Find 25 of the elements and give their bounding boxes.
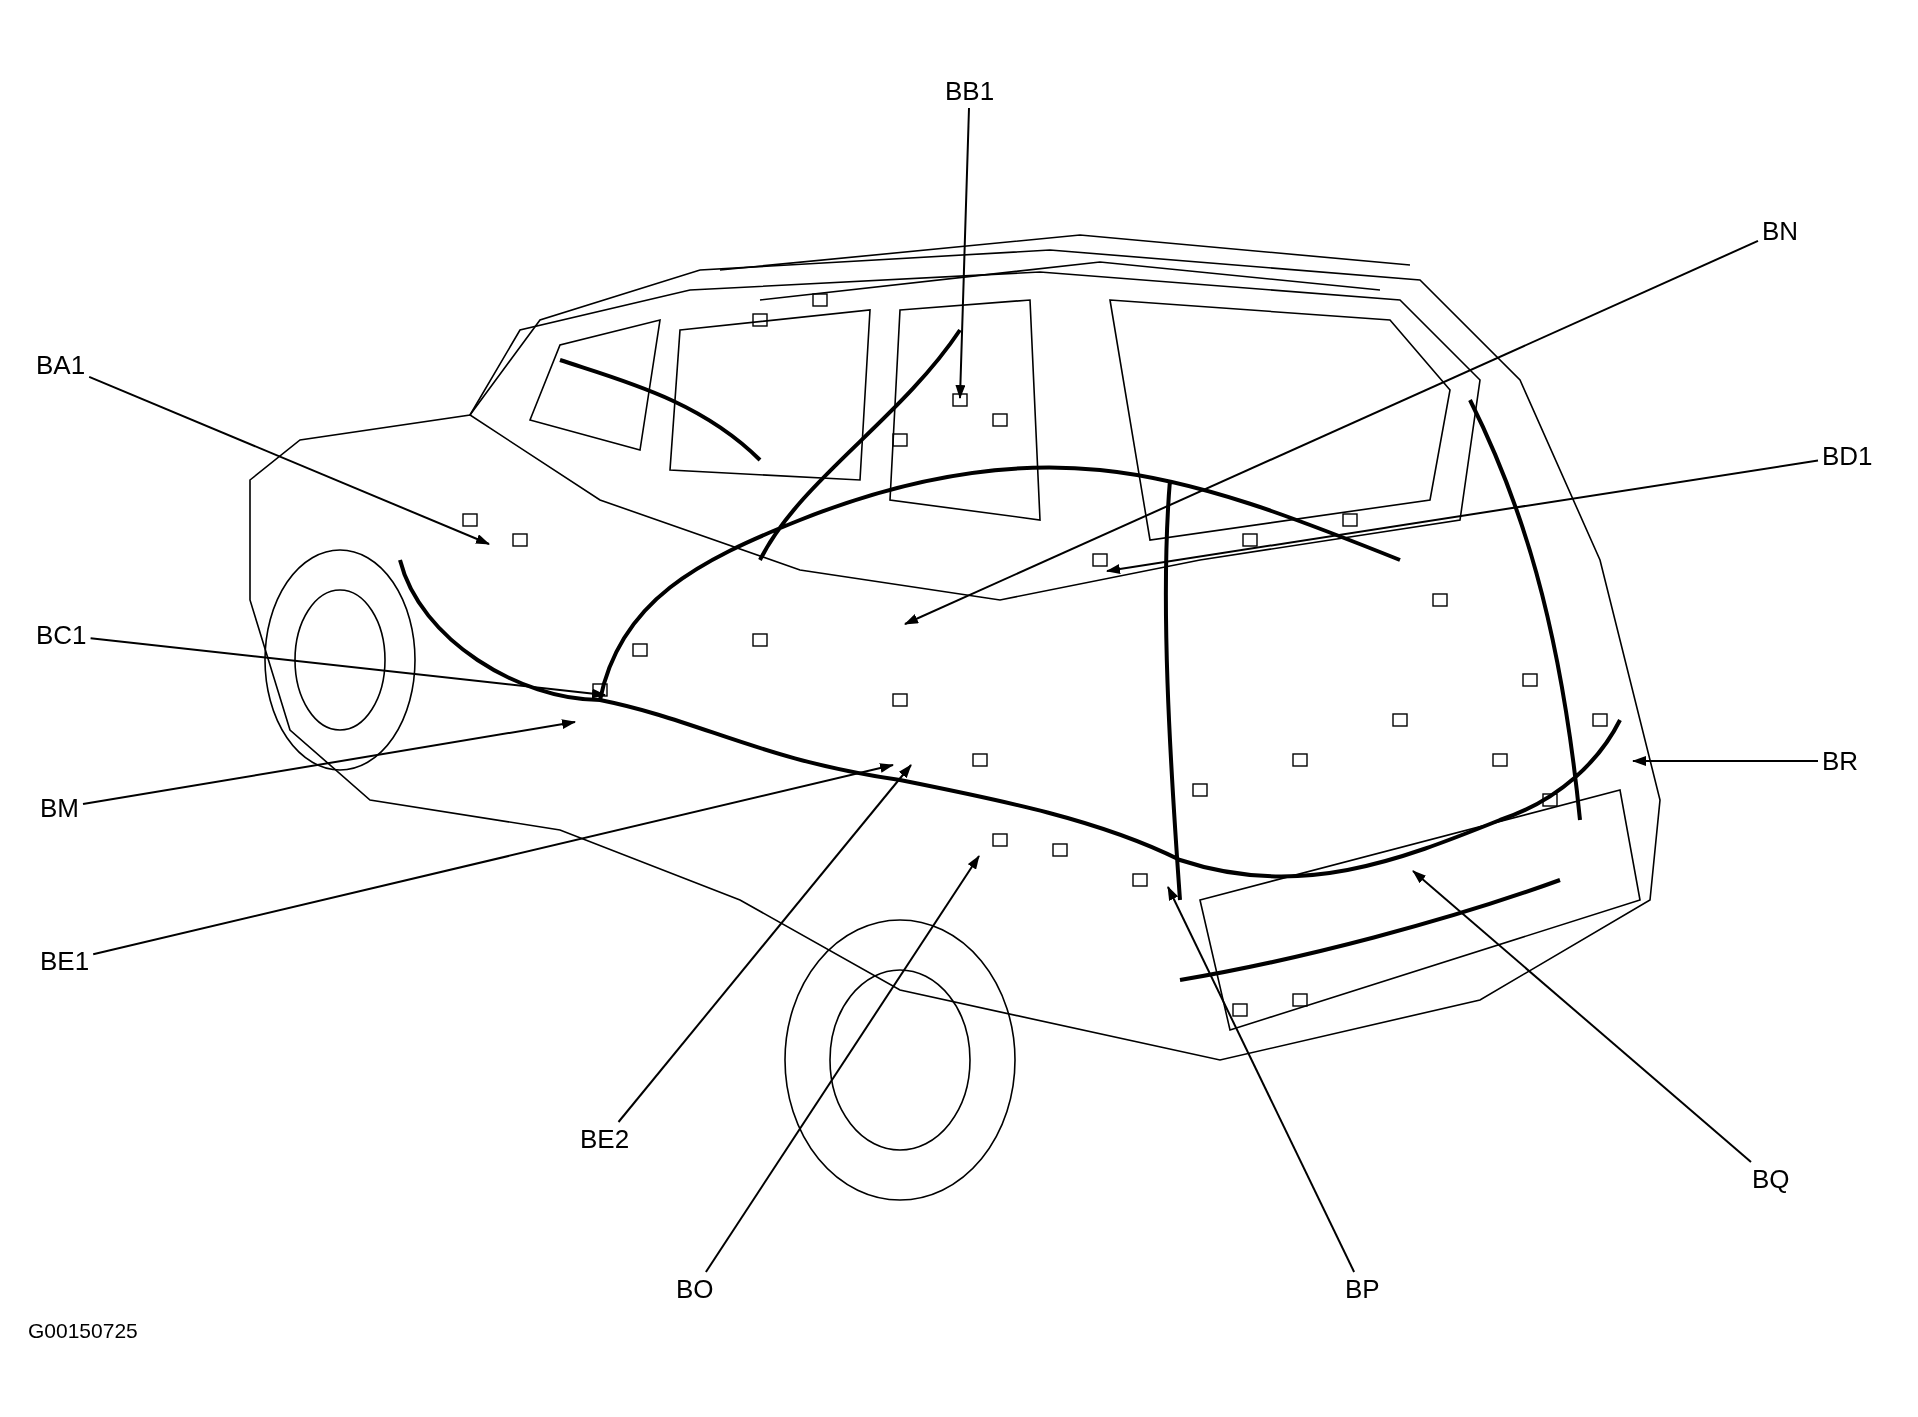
callout-label: BB1 (945, 78, 995, 104)
leader-line (1412, 870, 1752, 1163)
leader-line (1167, 886, 1356, 1273)
leader-line (92, 763, 894, 956)
callout-label: BQ (1752, 1166, 1790, 1192)
leader-line (1632, 756, 1819, 766)
callout-label: BA1 (36, 352, 86, 378)
callout-label: BO (676, 1276, 714, 1302)
leader-line (904, 239, 1759, 625)
leader-line (1106, 459, 1819, 574)
leader-line (89, 637, 606, 699)
figure-number: G00150725 (28, 1320, 138, 1341)
leader-line (88, 375, 490, 545)
leader-line (617, 764, 912, 1123)
callout-label: BD1 (1822, 443, 1873, 469)
leader-line (955, 107, 970, 399)
callout-label: BE1 (40, 948, 90, 974)
leader-line (82, 719, 576, 806)
callout-label: BC1 (36, 622, 87, 648)
callout-label: BR (1822, 748, 1859, 774)
callout-label: BP (1345, 1276, 1380, 1302)
callout-label: BE2 (580, 1126, 630, 1152)
callout-label: BN (1762, 218, 1799, 244)
leader-line (704, 855, 980, 1273)
callout-label: BM (40, 795, 79, 821)
